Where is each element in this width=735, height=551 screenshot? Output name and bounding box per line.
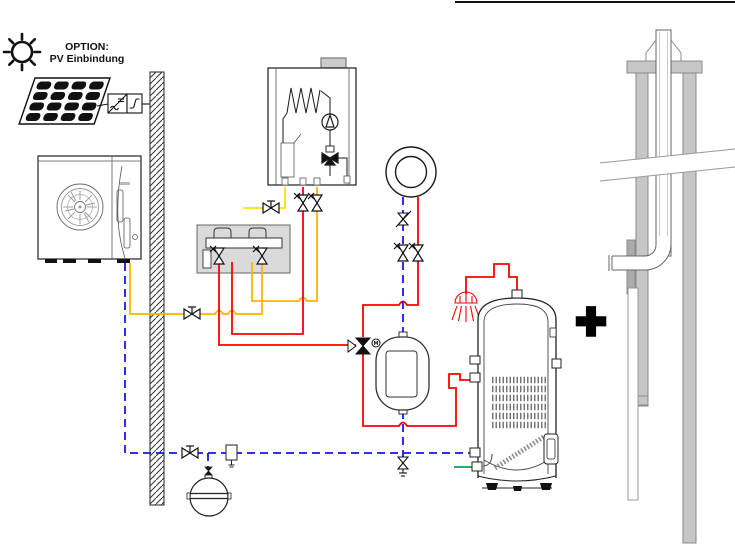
flue-down-pipe (627, 287, 639, 501)
drain-valve-icon (396, 456, 410, 477)
heat-pump-unit (37, 155, 142, 263)
module-manifold (205, 237, 283, 249)
pipe-heating-flow (218, 187, 518, 427)
storage-tank (469, 289, 562, 491)
pv-option-label: OPTION: PV Einbindung (28, 41, 146, 66)
flue-top-cone (645, 39, 682, 61)
tank-top-fitting (511, 289, 523, 299)
chimney-right-shaft (682, 71, 697, 544)
boiler-diverter-valve (321, 145, 348, 176)
tank-right-fitting (551, 358, 562, 369)
wall (149, 71, 165, 506)
hp-line-valve-icon (183, 306, 201, 320)
gas-valve-icon (262, 200, 280, 214)
tank-return-fitting (469, 447, 481, 458)
tank-flange (543, 433, 559, 465)
heat-pump-feet (45, 259, 130, 263)
tank-dip-tube (493, 433, 547, 471)
module-loop-right (248, 227, 267, 238)
fan-icon (56, 183, 104, 231)
boiler-flue-cap (320, 57, 347, 69)
tank-feet (486, 483, 552, 491)
inline-component (225, 444, 238, 468)
flue-pipe (608, 29, 682, 501)
heating-circuit-ring (385, 146, 437, 198)
gas-boiler (267, 57, 357, 186)
brand-mark (120, 182, 130, 185)
return-line-valve-icon (181, 445, 199, 459)
pv-option-line2: PV Einbindung (49, 53, 125, 66)
break-lines-icon (599, 148, 735, 182)
sun-icon (2, 32, 42, 72)
boiler-pump-icon (321, 113, 339, 131)
flue-elbow (612, 236, 672, 271)
check-valve-icon (395, 210, 412, 228)
pipe-gas (243, 187, 286, 209)
tank-left-fitting-upper (469, 355, 481, 365)
boiler-heat-exchanger (286, 87, 321, 114)
three-way-mixing-valve: M (347, 337, 381, 355)
buffer-vessel (375, 331, 430, 415)
pv-panel-icon (18, 77, 112, 125)
ring-flow-valve-icon (408, 242, 424, 262)
pv-option-line1: OPTION: (65, 41, 109, 53)
module-gauge (202, 249, 212, 269)
ring-return-valve-icon (393, 242, 409, 262)
top-border-line (455, 1, 735, 3)
module-loop-left (213, 227, 232, 238)
heat-exchanger-module (196, 224, 291, 274)
shower-icon (451, 291, 481, 322)
boiler-hp-valve-icon (307, 192, 323, 212)
valves: M (181, 192, 424, 517)
expansion-vessel (186, 466, 232, 517)
tank-right-sensor (549, 327, 557, 338)
boiler-flow-valve-icon (293, 192, 309, 212)
plus-sign: + (574, 298, 608, 344)
flue-center-pipe (655, 29, 672, 257)
inverter-icon (96, 93, 150, 114)
motor-label: M (374, 341, 379, 347)
tank-coldwater-fitting (471, 461, 483, 472)
tank-left-fitting-lower (469, 372, 481, 383)
